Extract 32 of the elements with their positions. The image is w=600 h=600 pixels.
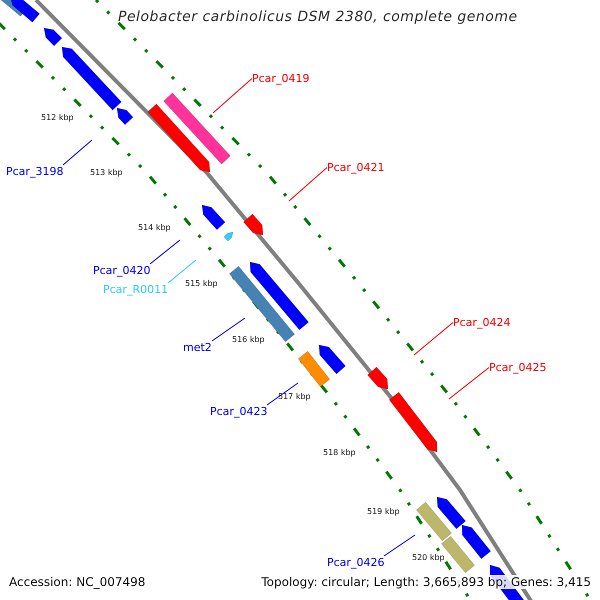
leader-line <box>384 534 416 556</box>
gene-label: Pcar_0419 <box>252 72 310 85</box>
gene-label: Pcar_0420 <box>93 264 150 277</box>
leader-line <box>448 367 490 400</box>
leader-line <box>150 240 180 264</box>
genome-summary-text: Topology: circular; Length: 3,665,893 bp; Genes: 3,415 <box>261 575 591 589</box>
leader-line <box>212 78 252 114</box>
leader-line <box>266 382 298 406</box>
gene-label: Pcar_0425 <box>489 361 546 374</box>
gene-label: met2 <box>183 341 212 354</box>
tick-label: 518 kbp <box>323 448 356 457</box>
leader-line <box>62 140 92 166</box>
tick-label: 517 kbp <box>278 392 311 401</box>
gene-label: Pcar_0426 <box>327 556 384 569</box>
gene-label: Pcar_3198 <box>6 165 64 178</box>
leader-line <box>288 167 328 202</box>
accession-text: Accession: NC_007498 <box>9 575 146 589</box>
leader-line <box>414 322 454 356</box>
tick-label: 520 kbp <box>412 553 445 562</box>
tick-label: 515 kbp <box>185 279 218 288</box>
tick-label: 519 kbp <box>367 507 400 516</box>
tick-label: 514 kbp <box>138 223 171 232</box>
leader-line <box>168 260 196 284</box>
gene-label: Pcar_0424 <box>453 316 510 329</box>
tick-label: 513 kbp <box>90 168 123 177</box>
tick-label: 512 kbp <box>41 113 74 122</box>
gene-label: Pcar_0421 <box>327 161 384 174</box>
tick-label: 516 kbp <box>232 335 265 344</box>
gene-label: Pcar_R0011 <box>103 283 168 296</box>
title: Pelobacter carbinolicus DSM 2380, complete genome <box>118 9 518 25</box>
leader-line <box>212 318 246 342</box>
gene-label: Pcar_0423 <box>210 405 268 418</box>
